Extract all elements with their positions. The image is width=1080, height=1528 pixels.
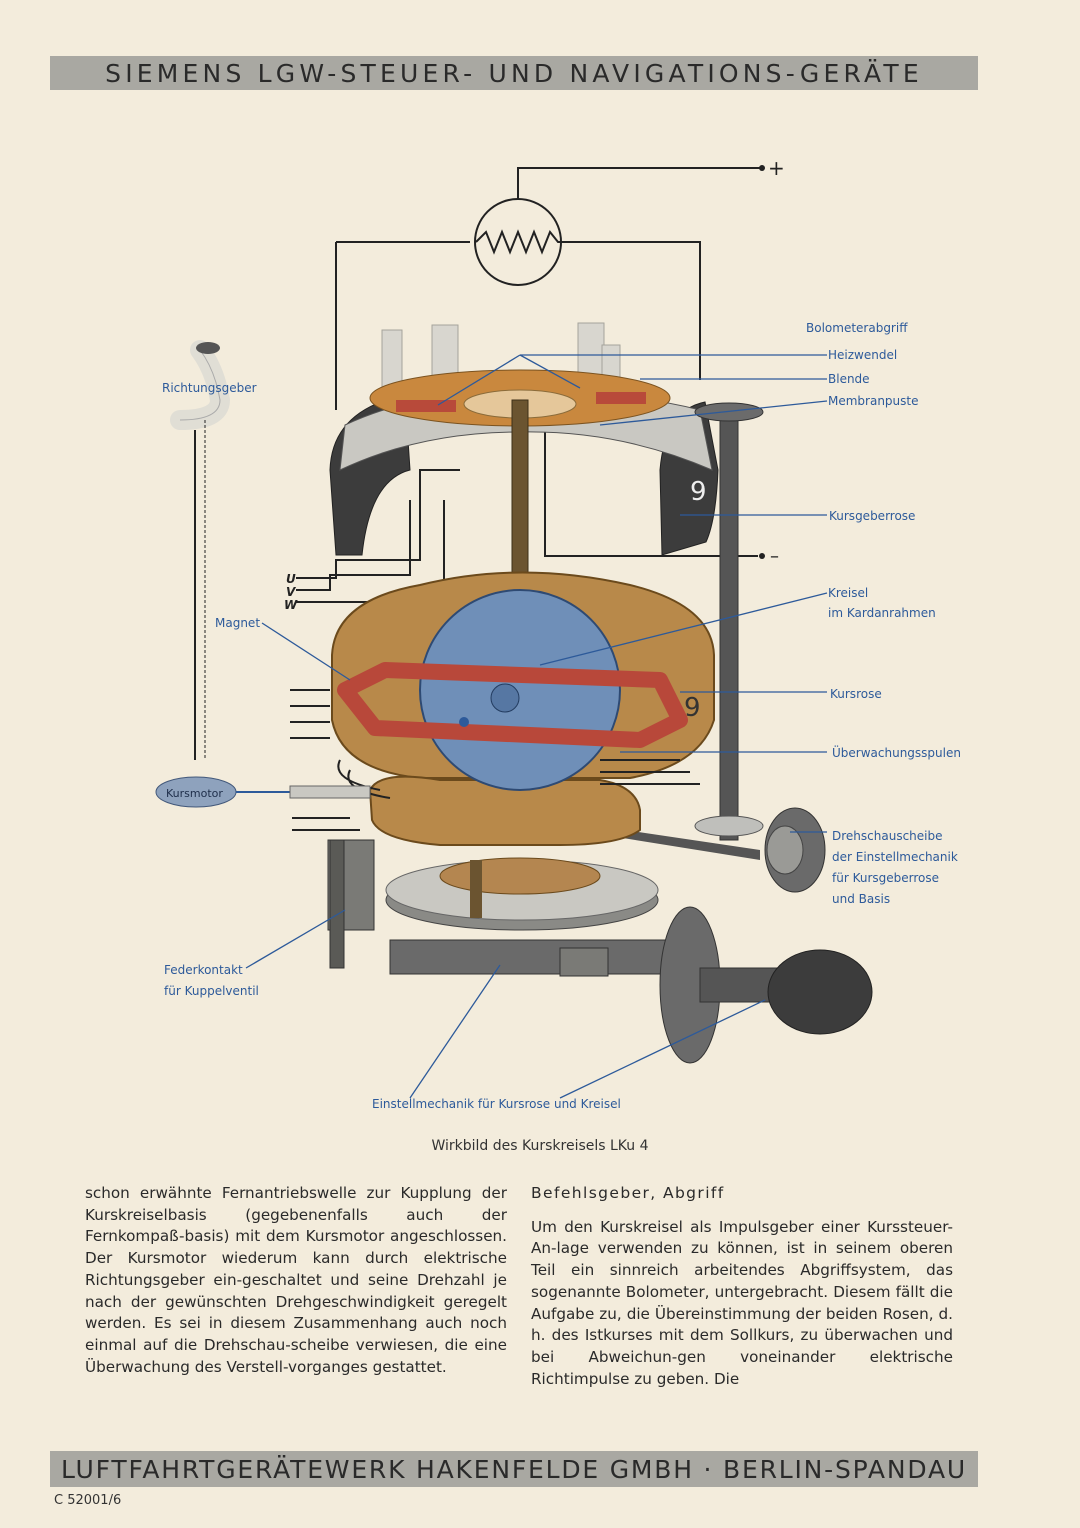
label-einstellmechanik: Einstellmechanik für Kursrose und Kreise…: [372, 1097, 621, 1111]
label-drehschauscheibe: Drehschauscheibe: [832, 829, 943, 843]
base-assembly: [385, 857, 873, 1064]
label-blende: Blende: [828, 372, 870, 386]
kursmotor-label: Kursmotor: [166, 787, 223, 800]
figure-caption: Wirkbild des Kurskreisels LKu 4: [431, 1138, 649, 1154]
phase-labels: U V W: [284, 572, 298, 612]
plus-sign: +: [768, 156, 785, 180]
rod-assembly: [598, 402, 826, 893]
federkontakt-box: [292, 817, 375, 969]
left-column-text: schon erwähnte Fernantriebswelle zur Kup…: [85, 1184, 507, 1376]
gyro-diagram: + – U V W 9: [155, 156, 873, 1099]
kursrose-digit: 9: [684, 693, 701, 723]
phase-label-u: U: [286, 572, 296, 586]
header-banner: SIEMENS LGW-STEUER- UND NAVIGATIONS-GERÄ…: [50, 56, 978, 90]
kursgeberrose-digit: 9: [690, 477, 707, 507]
gimbal-frame: 9: [331, 571, 715, 846]
body-right-column: Befehlsgeber, Abgriff Um den Kurskreisel…: [531, 1183, 953, 1390]
label-membranpuste: Membranpuste: [828, 394, 919, 408]
minus-sign: –: [770, 546, 779, 567]
label-kreisel: Kreisel: [828, 586, 869, 600]
document-code: C 52001/6: [54, 1493, 122, 1508]
phase-label-w: W: [284, 598, 298, 612]
label-und-basis: und Basis: [832, 892, 891, 906]
label-kardanrahmen: im Kardanrahmen: [828, 606, 936, 620]
leader-lines: [245, 354, 828, 1099]
label-heizwendel: Heizwendel: [828, 348, 898, 362]
header-title: SIEMENS LGW-STEUER- UND NAVIGATIONS-GERÄ…: [105, 58, 923, 88]
richtungsgeber: [170, 340, 231, 760]
phase-label-v: V: [286, 585, 297, 599]
coil-windings: [290, 689, 700, 799]
footer-company: LUFTFAHRTGERÄTEWERK HAKENFELDE GMBH · BE…: [61, 1454, 967, 1484]
label-kursgeberrose: Kursgeberrose: [829, 509, 916, 523]
label-magnet: Magnet: [215, 616, 261, 630]
label-richtungsgeber: Richtungsgeber: [162, 381, 257, 395]
label-federkontakt: Federkontakt: [164, 963, 243, 977]
label-kuppelventil: für Kuppelventil: [164, 984, 259, 998]
label-ueberwachungsspulen: Überwachungsspulen: [832, 746, 961, 760]
label-einstellmechanik-line: der Einstellmechanik: [832, 850, 958, 864]
section-heading: Befehlsgeber, Abgriff: [531, 1184, 725, 1202]
central-shaft: [511, 399, 529, 591]
label-bolometerabgriff: Bolometerabgriff: [806, 321, 908, 335]
footer-banner: LUFTFAHRTGERÄTEWERK HAKENFELDE GMBH · BE…: [50, 1451, 978, 1487]
label-kursrose: Kursrose: [830, 687, 882, 701]
kursmotor: Kursmotor: [155, 776, 371, 808]
label-fuer-kursgeberrose: für Kursgeberrose: [832, 871, 940, 885]
right-column-text: Um den Kurskreisel als Impulsgeber einer…: [531, 1217, 953, 1388]
body-left-column: schon erwähnte Fernantriebswelle zur Kup…: [85, 1183, 507, 1378]
